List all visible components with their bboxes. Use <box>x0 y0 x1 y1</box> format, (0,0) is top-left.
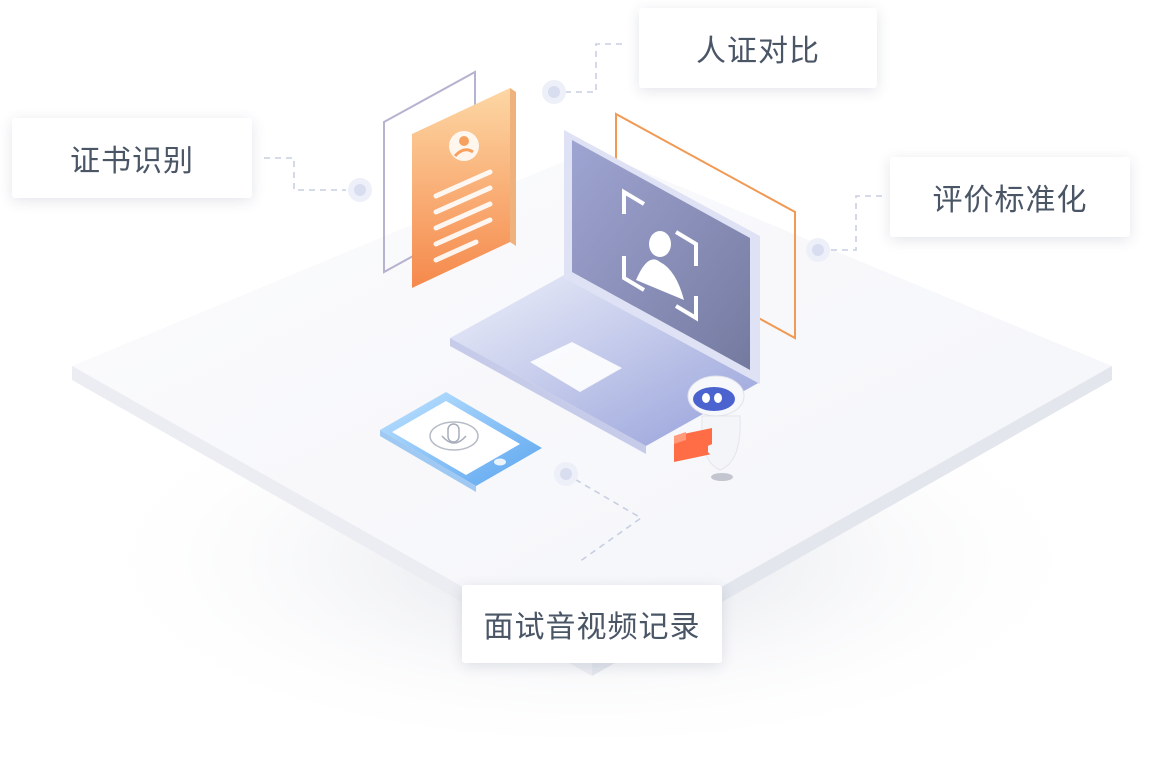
person-silhouette <box>636 231 684 300</box>
label-interview-av-recording: 面试音视频记录 <box>462 585 722 663</box>
label-certificate-recognition: 证书识别 <box>12 118 252 198</box>
connector-dots <box>348 80 830 486</box>
robot-mascot-icon <box>674 375 745 481</box>
user-profile-document-icon <box>383 70 516 288</box>
connector-lines <box>264 43 884 563</box>
label-evaluation-standardization: 评价标准化 <box>890 157 1130 237</box>
label-face-compare: 人证对比 <box>639 8 877 88</box>
tablet <box>380 392 542 492</box>
face-scan-icon <box>622 188 698 322</box>
